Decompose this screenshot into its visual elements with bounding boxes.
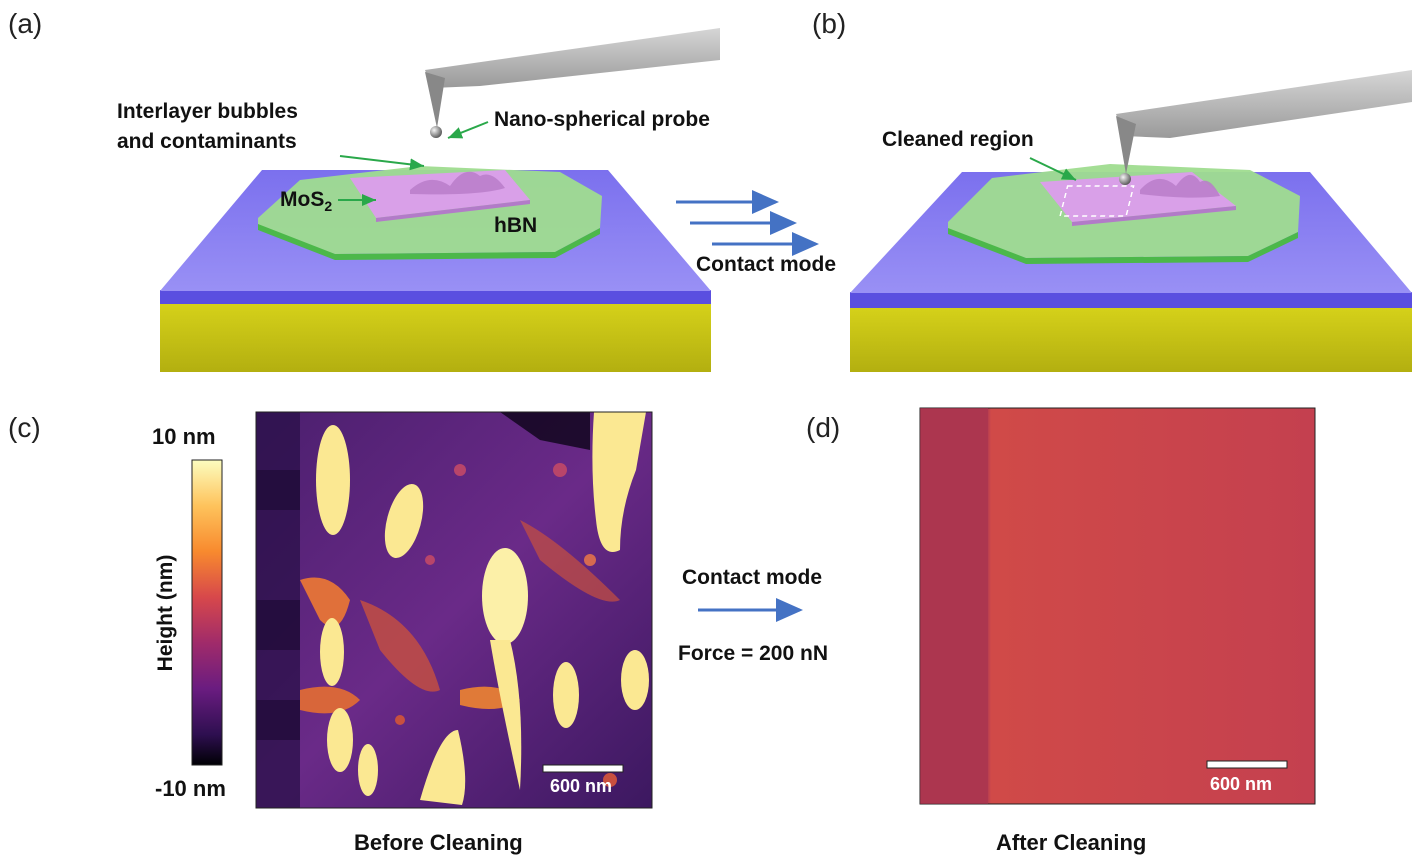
colorbar-min-label: -10 nm [155, 776, 226, 801]
hbn-label: hBN [494, 214, 538, 237]
caption-after: After Cleaning [996, 830, 1147, 855]
panel-letter-c: (c) [8, 412, 41, 443]
contaminants-label-line1: Interlayer bubbles [117, 100, 298, 123]
bubbles-a [410, 171, 505, 195]
substrate-edge-b [850, 292, 1412, 308]
mos2-edge-b [1072, 206, 1236, 226]
contact-mode-label-top: Contact mode [696, 253, 837, 276]
leader-cleaned [1029, 157, 1077, 181]
probe-ball-a [430, 126, 442, 138]
panel-letter-a: (a) [8, 8, 43, 39]
leader-contaminants [339, 155, 425, 171]
afm-after-image [919, 407, 1316, 805]
bubbles-b [1140, 174, 1220, 198]
scalebar-before [542, 764, 624, 773]
mos2-edge-a [376, 200, 530, 222]
cantilever-a [425, 28, 720, 88]
substrate-edge-a [160, 290, 711, 304]
substrate-front-a [160, 302, 711, 372]
contact-mode-label-bottom: Contact mode [682, 566, 823, 589]
colorbar-axis-label: Height (nm) [154, 554, 177, 672]
leader-probe [447, 121, 489, 139]
colorbar-max-label: 10 nm [152, 424, 216, 449]
colorbar [191, 459, 223, 766]
panel-letter-d: (d) [806, 412, 841, 443]
schematic-a [160, 28, 720, 372]
force-label: Force = 200 nN [678, 642, 828, 665]
scalebar-after [1206, 760, 1288, 769]
arrows-top [676, 190, 819, 256]
probe-tip-a [425, 72, 445, 128]
mos2-label: MoS2 [280, 188, 332, 214]
probe-label: Nano-spherical probe [494, 108, 710, 131]
scalebar-after-label: 600 nm [1210, 774, 1273, 794]
probe-tip-b [1116, 116, 1136, 174]
cleaned-region-box [1059, 185, 1135, 217]
substrate-front-b [850, 306, 1412, 372]
panel-letter-b: (b) [812, 8, 847, 39]
mos2-label-sub: 2 [324, 198, 333, 215]
caption-before: Before Cleaning [354, 830, 523, 855]
schematic-b [850, 70, 1412, 372]
mos2-label-main: MoS [280, 188, 325, 211]
contaminants-label-line2: and contaminants [117, 130, 297, 153]
scalebar-before-label: 600 nm [550, 776, 613, 796]
cantilever-b [1116, 70, 1412, 138]
probe-ball-b [1119, 173, 1131, 185]
afm-before-image [255, 411, 653, 809]
cleaned-region-label: Cleaned region [882, 128, 1034, 151]
